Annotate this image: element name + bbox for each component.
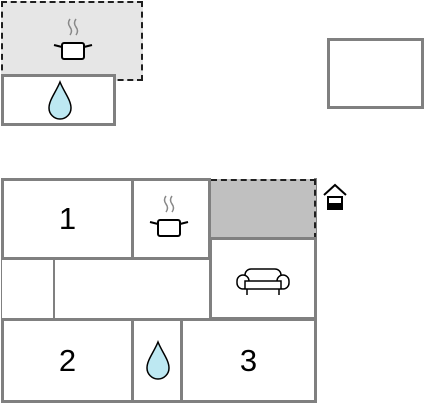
hallway — [53, 258, 213, 320]
outbuilding — [327, 38, 424, 109]
upper-kitchen-pot-icon — [50, 15, 96, 67]
closet — [2, 258, 55, 320]
upper-water-drop-icon — [46, 80, 74, 120]
house-entrance-icon — [322, 183, 348, 211]
bedroom-2 — [1, 318, 134, 403]
bedroom-1-label: 1 — [58, 201, 77, 236]
upper-kitchen-area — [1, 1, 143, 81]
bedroom-3 — [180, 318, 317, 403]
sofa-icon — [235, 267, 291, 297]
bedroom-3-label: 3 — [239, 342, 258, 378]
bedroom-2-label: 2 — [58, 342, 77, 378]
water-drop-icon — [144, 340, 172, 380]
terrace — [211, 179, 316, 239]
kitchen-pot-icon — [146, 192, 192, 244]
kitchen — [131, 178, 211, 260]
